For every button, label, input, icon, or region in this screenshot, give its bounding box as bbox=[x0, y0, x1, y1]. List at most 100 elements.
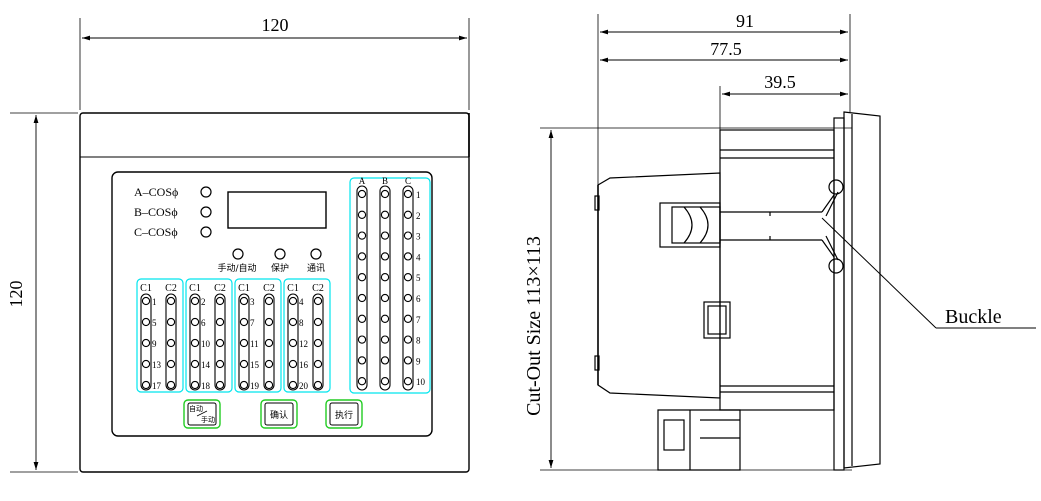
bank-led bbox=[215, 380, 225, 390]
lcd-display bbox=[227, 191, 327, 229]
bank-step-number: 10 bbox=[201, 339, 211, 349]
phase-led bbox=[357, 377, 367, 386]
front-panel bbox=[111, 171, 433, 437]
phase-step-number: 10 bbox=[416, 377, 426, 387]
bank-group-frame-3 bbox=[234, 278, 282, 393]
phase-led bbox=[380, 377, 390, 386]
phase-group-frame bbox=[349, 177, 431, 394]
phase-led bbox=[403, 377, 413, 386]
bank-led bbox=[141, 317, 151, 327]
phase-led bbox=[380, 189, 390, 199]
bank-led bbox=[141, 380, 151, 390]
bank-step-number: 12 bbox=[299, 339, 308, 349]
bank-led bbox=[264, 338, 274, 348]
phase-column-header: C bbox=[405, 176, 411, 186]
bank-led bbox=[215, 296, 225, 306]
phase-led bbox=[380, 314, 390, 323]
bank-led bbox=[166, 296, 176, 306]
comm-label: 通讯 bbox=[307, 263, 325, 274]
phase-column-header: A bbox=[359, 176, 366, 186]
indicator-a-label: A–COSϕ bbox=[134, 185, 178, 199]
bank-column-header: C2 bbox=[214, 283, 226, 294]
bank-step-number: 16 bbox=[299, 360, 309, 370]
phase-step-number: 2 bbox=[416, 211, 421, 221]
phase-led bbox=[357, 210, 367, 219]
bank-led bbox=[288, 380, 298, 390]
bank-led bbox=[288, 359, 298, 369]
indicator-c-label: C–COSϕ bbox=[134, 225, 178, 239]
bank-step-number: 4 bbox=[299, 297, 304, 307]
front-view bbox=[10, 18, 470, 473]
phase-step-number: 1 bbox=[416, 190, 421, 200]
phase-step-number: 8 bbox=[416, 336, 421, 346]
phase-led bbox=[380, 210, 390, 219]
front-bezel bbox=[843, 111, 881, 469]
side-view bbox=[540, 14, 1036, 471]
phase-step-number: 5 bbox=[416, 273, 421, 283]
bank-step-number: 18 bbox=[201, 381, 211, 391]
bank-led bbox=[313, 380, 323, 390]
bank-column-header: C2 bbox=[165, 283, 177, 294]
auto-manual-button-line1: 自动 bbox=[189, 404, 203, 413]
bank-led bbox=[190, 317, 200, 327]
phase-step-number: 3 bbox=[416, 232, 421, 242]
bank-column-header: C1 bbox=[238, 283, 250, 294]
bank-led bbox=[141, 359, 151, 369]
phase-slot-column bbox=[356, 185, 368, 391]
phase-slot-column bbox=[379, 185, 391, 391]
bank-column-header: C2 bbox=[263, 283, 275, 294]
dim-91-label: 91 bbox=[736, 11, 754, 31]
bank-led bbox=[166, 359, 176, 369]
bank-slot-column bbox=[214, 293, 226, 391]
bank-slot-column bbox=[238, 293, 250, 391]
phase-led bbox=[357, 273, 367, 282]
height-dim-label: 120 bbox=[6, 281, 26, 308]
indicator-c-led bbox=[200, 226, 212, 238]
terminal-block bbox=[657, 409, 741, 471]
bank-slot-column bbox=[312, 293, 324, 391]
bank-group-frame-4 bbox=[283, 278, 331, 393]
bank-step-number: 17 bbox=[152, 381, 162, 391]
phase-led bbox=[357, 293, 367, 303]
bank-group-frame-1 bbox=[136, 278, 184, 393]
bank-step-number: 14 bbox=[201, 360, 211, 370]
bank-step-number: 20 bbox=[299, 381, 309, 391]
phase-led bbox=[380, 293, 390, 303]
bank-step-number: 1 bbox=[152, 297, 157, 307]
phase-led bbox=[357, 314, 367, 323]
bank-led bbox=[190, 296, 200, 306]
phase-led bbox=[357, 356, 367, 365]
bank-led bbox=[313, 317, 323, 327]
bank-led bbox=[215, 359, 225, 369]
bank-led bbox=[141, 296, 151, 306]
bank-step-number: 19 bbox=[250, 381, 260, 391]
bank-step-number: 2 bbox=[201, 297, 206, 307]
bank-led bbox=[239, 338, 249, 348]
bank-step-number: 11 bbox=[250, 339, 259, 349]
phase-step-number: 4 bbox=[416, 252, 421, 262]
auto-manual-button[interactable] bbox=[183, 399, 221, 429]
phase-led bbox=[357, 335, 367, 344]
buckle-leader-line bbox=[821, 217, 937, 329]
bank-slot-column bbox=[140, 293, 152, 391]
phase-step-number: 6 bbox=[416, 294, 421, 304]
bank-column-header: C1 bbox=[189, 283, 201, 294]
execute-button-label: 执行 bbox=[335, 409, 353, 421]
phase-led bbox=[357, 252, 367, 261]
comm-led bbox=[310, 248, 322, 260]
bank-led bbox=[239, 296, 249, 306]
confirm-button[interactable] bbox=[260, 399, 298, 429]
bank-slot-column bbox=[165, 293, 177, 391]
bank-led bbox=[215, 338, 225, 348]
phase-led bbox=[357, 231, 367, 240]
bank-led bbox=[264, 296, 274, 306]
bank-led bbox=[141, 338, 151, 348]
dim-77-5-label: 77.5 bbox=[710, 39, 742, 59]
execute-button[interactable] bbox=[325, 399, 363, 429]
bank-led bbox=[288, 296, 298, 306]
bank-led bbox=[239, 359, 249, 369]
bank-led bbox=[190, 380, 200, 390]
phase-led bbox=[403, 273, 413, 282]
manual-auto-label: 手动/自动 bbox=[217, 262, 256, 274]
